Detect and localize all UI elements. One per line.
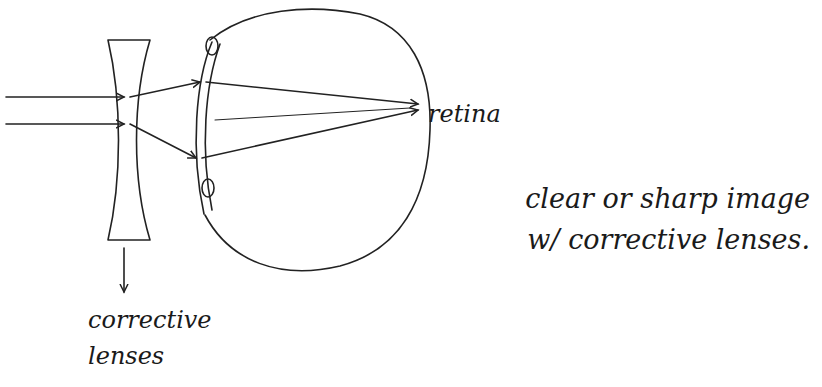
eye-lens: [205, 44, 220, 210]
pointer-arrow: [123, 248, 125, 292]
ciliary-body: [206, 37, 218, 55]
retina-label: retina: [428, 96, 501, 132]
light-ray: [130, 124, 196, 158]
eyeball-outline: [205, 9, 430, 270]
light-ray: [6, 96, 124, 98]
concave-lens: [108, 40, 150, 240]
light-ray: [130, 82, 200, 97]
light-ray: [6, 123, 124, 125]
result-note: clear or sharp image w/ corrective lense…: [510, 178, 810, 260]
light-ray: [206, 82, 418, 104]
light-ray: [215, 108, 410, 120]
ciliary-body: [202, 179, 214, 197]
lens-label: corrective lenses: [88, 302, 238, 374]
light-ray: [202, 110, 418, 158]
cornea: [196, 42, 212, 214]
